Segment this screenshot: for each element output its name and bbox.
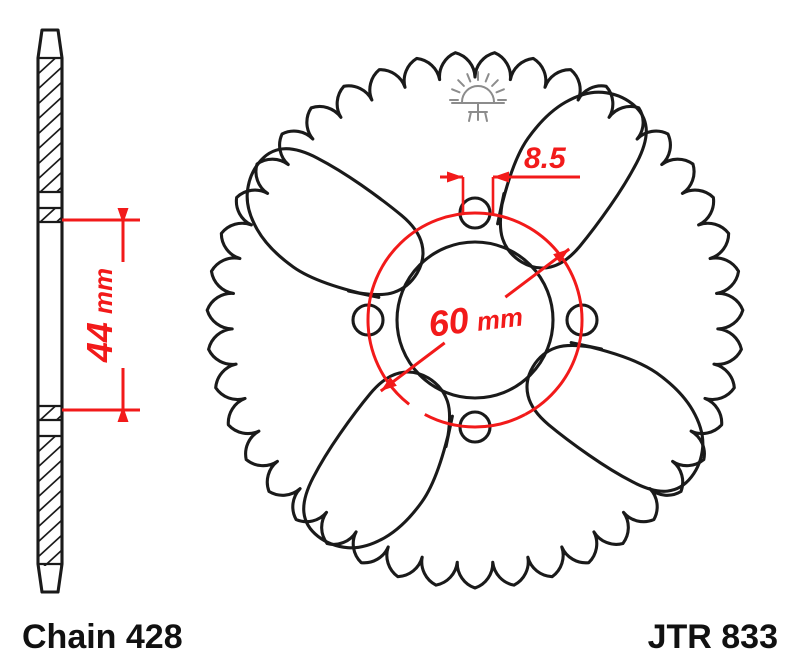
hatch-stroke: [55, 216, 62, 222]
hatch-stroke: [38, 66, 62, 90]
hatch-band-3: [38, 436, 62, 566]
hub-spacing-dimension-text: 44 mm: [79, 268, 120, 363]
hatch-stroke: [38, 489, 62, 513]
bolt-circle-arc-bottom: [424, 413, 526, 429]
hatch-stroke: [38, 96, 62, 120]
hatch-band-0: [38, 58, 62, 192]
hatch-stroke: [38, 141, 62, 165]
hatch-stroke: [38, 126, 62, 150]
side-profile-section-view: [36, 28, 64, 594]
hub-arrow-top: [117, 208, 129, 224]
hatch-stroke: [38, 519, 62, 543]
hatch-stroke: [43, 549, 62, 566]
sun-dome: [461, 85, 495, 103]
hatch-stroke: [38, 58, 57, 75]
sprocket-teeth-outline: [205, 51, 745, 590]
lightening-window-2: [525, 341, 705, 493]
bolt-circle-arc: [366, 211, 584, 416]
pcd-value: 60: [426, 299, 471, 345]
sun-ray-6: [491, 79, 499, 87]
sun-leg-l: [468, 111, 472, 122]
hatch-stroke: [38, 156, 62, 180]
bolt-dim-arrow-left: [447, 171, 463, 183]
sun-ray-7: [495, 88, 505, 94]
bolt-dim-arrow-right: [493, 171, 509, 183]
bolt-hole-dimension-text: 8.5: [524, 142, 567, 175]
chain-size-label: Chain 428: [22, 618, 183, 656]
hatch-band-2: [38, 406, 62, 420]
sun-ray-1: [451, 88, 461, 94]
pcd-arrow-upper: [553, 248, 570, 264]
hatch-stroke: [38, 111, 62, 135]
hatch-stroke: [38, 436, 57, 453]
hub-units: mm: [88, 268, 118, 314]
hatch-stroke: [38, 208, 57, 222]
sun-ray-3: [466, 73, 472, 83]
hatch-stroke: [38, 504, 62, 528]
pcd-arrow-lower: [380, 376, 397, 392]
profile-outline: [36, 28, 64, 594]
sun-ray-2: [457, 79, 465, 87]
pcd-units: mm: [475, 301, 525, 336]
part-number-label: JTR 833: [648, 618, 778, 656]
hatch-stroke: [38, 171, 62, 192]
sun-leg-r: [484, 111, 488, 122]
hub-value: 44: [79, 322, 120, 363]
hatch-band-1: [38, 208, 62, 222]
sun-ray-5: [484, 73, 490, 83]
center-bore: [395, 240, 555, 400]
hatch-stroke: [38, 406, 57, 420]
lightening-window-1: [496, 90, 648, 270]
hatch-stroke: [38, 459, 62, 483]
sunburst-icon: [449, 71, 507, 122]
lightening-window-0: [245, 147, 425, 299]
hatch-stroke: [38, 534, 62, 558]
hatch-stroke: [38, 474, 62, 498]
hatch-stroke: [55, 186, 62, 192]
hatch-stroke: [55, 414, 62, 420]
lightening-window-3: [302, 370, 454, 550]
hatch-stroke: [38, 81, 62, 105]
hub-arrow-bottom: [117, 406, 129, 422]
hatch-stroke: [38, 444, 62, 468]
